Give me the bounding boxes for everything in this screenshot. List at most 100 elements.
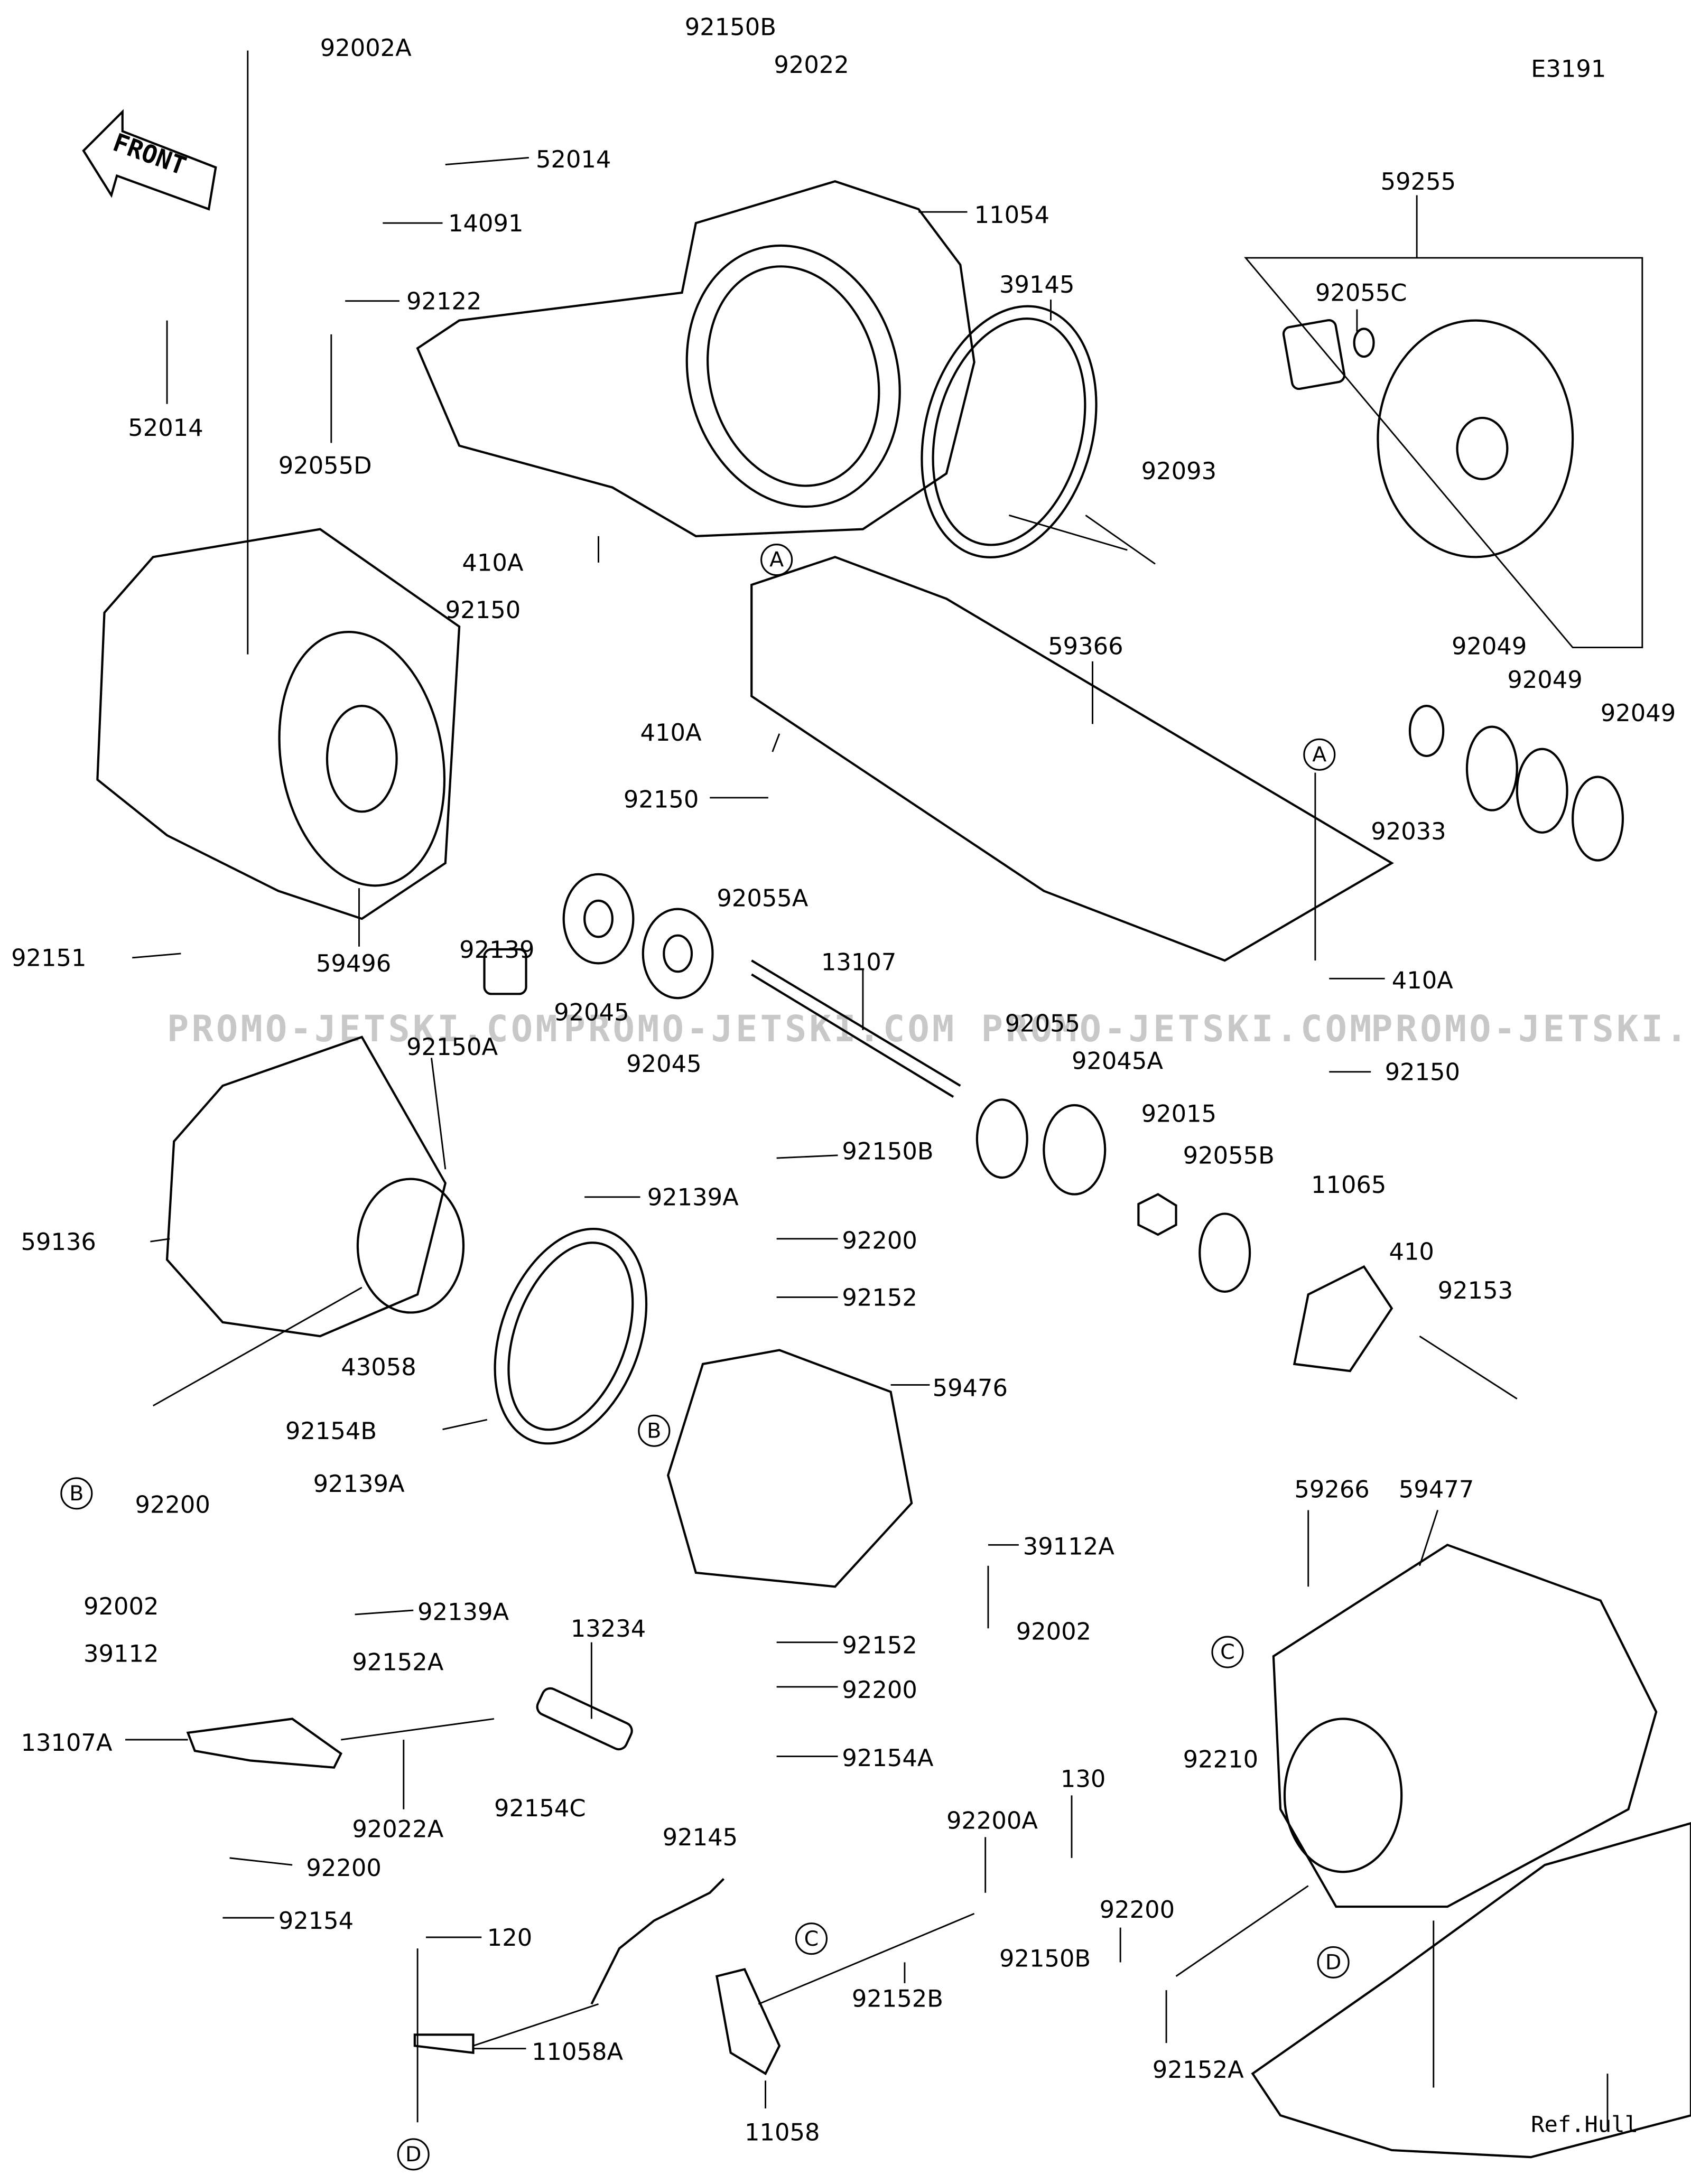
part-label[interactable]: 43058 [341, 1353, 416, 1381]
part-label[interactable]: 92022A [352, 1815, 443, 1843]
callout-a [1303, 738, 1336, 771]
diagram-code: E3191 [1531, 55, 1606, 83]
part-label[interactable]: 11058A [532, 2038, 623, 2066]
part-label[interactable]: 92022 [774, 51, 849, 79]
part-label[interactable]: 92049 [1601, 699, 1676, 727]
leader-lines [125, 50, 1609, 2130]
part-label[interactable]: 92152B [852, 1985, 943, 2013]
part-label[interactable]: 92055A [717, 884, 808, 912]
shaft-13107 [751, 959, 961, 1087]
bushing-92139 [483, 948, 527, 995]
part-label[interactable]: 11054 [974, 201, 1049, 229]
part-label[interactable]: 92200 [135, 1491, 210, 1519]
part-label[interactable]: 92055C [1315, 279, 1407, 307]
seal-92049 [1572, 776, 1624, 862]
part-label[interactable]: 410 [1389, 1237, 1434, 1265]
part-label[interactable]: 13234 [571, 1614, 646, 1642]
part-label[interactable]: 92200 [842, 1676, 917, 1704]
part-label[interactable]: 59476 [933, 1374, 1008, 1402]
part-label[interactable]: 410A [640, 718, 702, 746]
part-label[interactable]: 92150 [624, 785, 699, 813]
part-label[interactable]: 59477 [1399, 1476, 1474, 1504]
part-label[interactable]: 92152A [352, 1648, 443, 1676]
part-label[interactable]: 59136 [21, 1228, 96, 1256]
part-label[interactable]: 13107A [21, 1729, 113, 1757]
part-label[interactable]: 59496 [316, 949, 391, 977]
part-label[interactable]: 92151 [11, 944, 86, 972]
part-label[interactable]: 92002A [320, 34, 412, 62]
part-label[interactable]: 92045A [1072, 1047, 1163, 1075]
part-label[interactable]: 39112 [83, 1640, 159, 1668]
callout-letter: D [1325, 1950, 1341, 1975]
part-label[interactable]: 92049 [1452, 632, 1527, 660]
part-label[interactable]: 39112A [1023, 1533, 1114, 1561]
part-label[interactable]: 92150B [999, 1944, 1091, 1972]
part-label[interactable]: 410A [462, 549, 523, 577]
part-label[interactable]: 92139A [417, 1598, 509, 1626]
part-label[interactable]: 92139 [459, 936, 534, 964]
part-label[interactable]: 92015 [1141, 1100, 1216, 1128]
svg-text:FRONT: FRONT [109, 128, 190, 181]
part-label[interactable]: 92055D [278, 451, 372, 479]
part-label[interactable]: 39145 [999, 270, 1074, 298]
part-label[interactable]: 14091 [448, 209, 523, 237]
part-label[interactable]: 92150 [1385, 1058, 1460, 1086]
part-label[interactable]: 92152 [842, 1283, 917, 1311]
part-label[interactable]: 59366 [1048, 632, 1123, 660]
part-label[interactable]: 92139A [313, 1470, 405, 1498]
part-label[interactable]: 92033 [1371, 817, 1446, 845]
callout-d [397, 2138, 430, 2171]
part-label[interactable]: 92055 [1005, 1009, 1080, 1037]
part-label[interactable]: 92200 [306, 1854, 381, 1882]
part-label[interactable]: 92200 [1100, 1896, 1175, 1924]
part-label[interactable]: 92045 [554, 998, 629, 1026]
callouts: A A B B C C D D [60, 544, 1350, 2171]
part-label[interactable]: 130 [1061, 1765, 1105, 1793]
part-label[interactable]: 92154 [278, 1907, 354, 1935]
part-label[interactable]: 92154C [494, 1794, 586, 1822]
part-label[interactable]: 13107 [821, 948, 896, 976]
callout-letter: C [1220, 1640, 1235, 1664]
part-label[interactable]: 92122 [406, 287, 481, 315]
part-label[interactable]: 52014 [128, 414, 203, 442]
part-label[interactable]: 59255 [1381, 167, 1456, 195]
part-label[interactable]: 410A [1392, 966, 1453, 994]
part-label[interactable]: 92150A [406, 1033, 498, 1061]
bearing-92045 [642, 908, 714, 1000]
part-label[interactable]: 92002 [83, 1592, 159, 1620]
part-label[interactable]: 11065 [1311, 1171, 1386, 1199]
part-label[interactable]: 92150 [445, 596, 521, 624]
part-label[interactable]: 92200 [842, 1226, 917, 1254]
part-label[interactable]: 92049 [1507, 666, 1582, 694]
oring-92055 [975, 1098, 1028, 1179]
part-label[interactable]: 120 [487, 1924, 532, 1952]
part-label[interactable]: 52014 [536, 145, 611, 173]
part-label[interactable]: 92150B [685, 13, 776, 41]
part-label[interactable]: 92154A [842, 1744, 933, 1772]
callout-letter: A [1312, 742, 1326, 767]
callout-letter: B [69, 1481, 83, 1506]
part-label[interactable]: 92139A [647, 1183, 739, 1211]
part-label[interactable]: 92200A [946, 1807, 1038, 1835]
watermark: PROMO-JETSKI.COM PROMO-JETSKI.COM PROMO-… [167, 1008, 1691, 1050]
part-label[interactable]: 92093 [1141, 457, 1216, 485]
part-label[interactable]: 92045 [626, 1050, 701, 1078]
part-label[interactable]: 92152A [1153, 2056, 1244, 2084]
part-label[interactable]: 59266 [1294, 1476, 1369, 1504]
part-label[interactable]: 92154B [285, 1417, 377, 1445]
ref-hull-label: Ref.Hull [1531, 2112, 1638, 2138]
part-label[interactable]: 92210 [1183, 1746, 1258, 1774]
callout-c [1211, 1636, 1244, 1668]
part-label[interactable]: 11058 [745, 2118, 820, 2146]
lever-13107a [186, 1718, 342, 1769]
part-label[interactable]: 92145 [663, 1823, 738, 1851]
part-label[interactable]: 92150B [842, 1137, 933, 1165]
part-label[interactable]: 92152 [842, 1631, 917, 1659]
nut-92015 [1137, 1193, 1177, 1236]
hull [1251, 1822, 1691, 2159]
part-label[interactable]: 92153 [1438, 1276, 1513, 1304]
front-arrow-icon: FRONT [82, 109, 217, 211]
part-label[interactable]: 92002 [1016, 1617, 1091, 1645]
part-label[interactable]: 92055B [1183, 1142, 1275, 1170]
